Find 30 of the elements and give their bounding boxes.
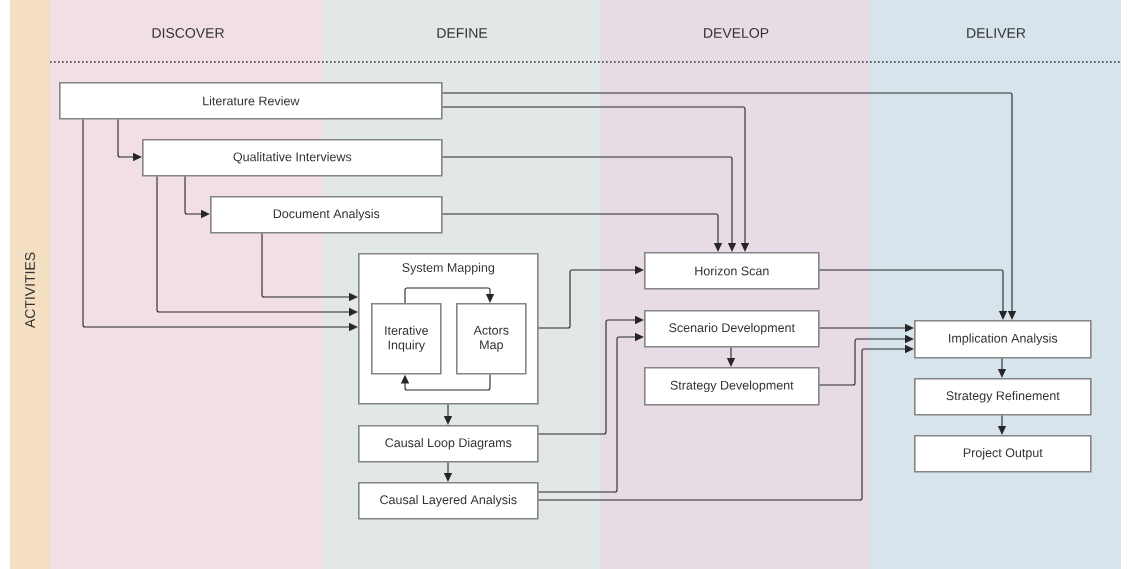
row-label: ACTIVITIES	[25, 252, 35, 329]
arrow	[538, 265, 644, 329]
column-heading: DELIVER	[967, 28, 1026, 38]
process-box: Causal Layered Analysis	[358, 482, 539, 520]
process-box: Project Output	[914, 435, 1092, 473]
arrow	[819, 269, 1008, 320]
process-box: Iterative Inquiry	[371, 303, 442, 375]
column-heading: DISCOVER	[152, 28, 224, 38]
process-box: Qualitative Interviews	[142, 139, 443, 177]
column-heading: DEFINE	[437, 28, 488, 38]
arrow	[442, 213, 723, 252]
arrow	[538, 344, 914, 501]
process-box: Implication Analysis	[914, 320, 1092, 359]
arrow	[442, 106, 750, 252]
process-box: Actors Map	[456, 303, 527, 375]
column-heading: DEVELOP	[704, 28, 769, 38]
process-box: Scenario Development	[644, 310, 820, 348]
arrow	[404, 287, 495, 304]
arrow	[442, 156, 737, 252]
process-box: Document Analysis	[210, 196, 443, 234]
arrow	[400, 374, 491, 391]
process-box: Literature Review	[59, 82, 443, 120]
arrow	[538, 332, 644, 493]
process-box: Strategy Refinement	[914, 378, 1092, 416]
process-box: Causal Loop Diagrams	[358, 425, 539, 463]
process-box: Strategy Development	[644, 367, 820, 406]
arrow	[538, 315, 644, 435]
arrow	[442, 92, 1017, 320]
arrow	[819, 334, 914, 386]
process-box: Horizon Scan	[644, 252, 820, 290]
